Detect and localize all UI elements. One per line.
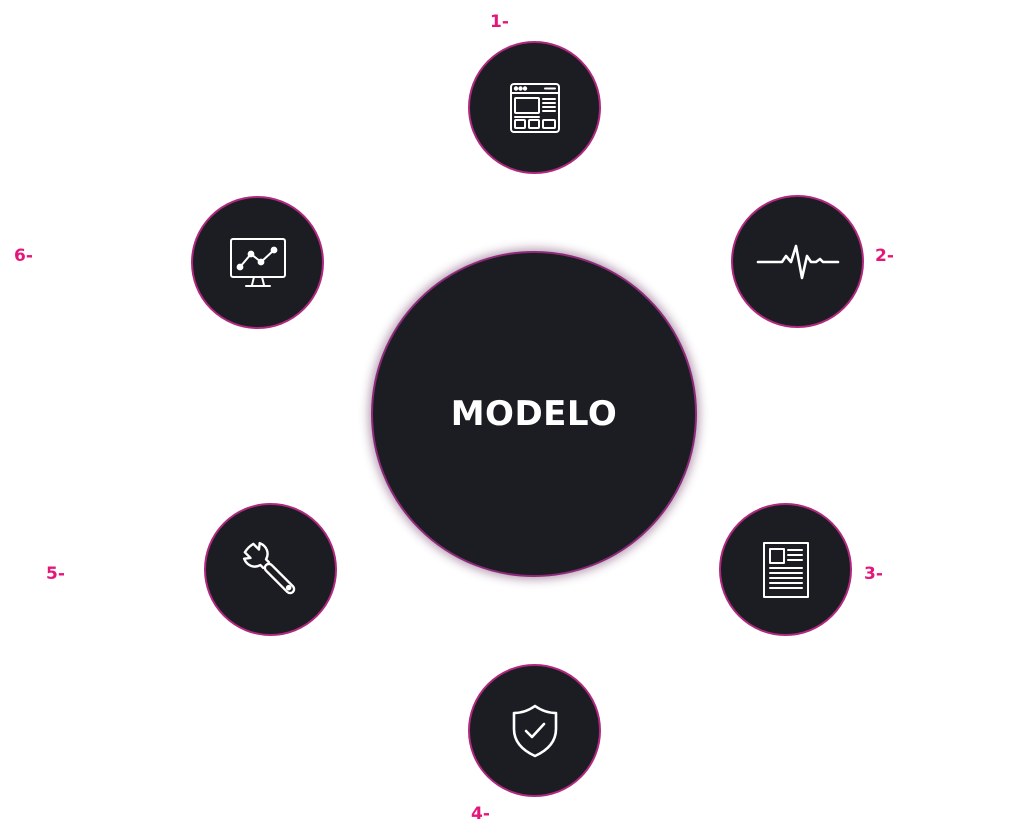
node-2-label: 2- (875, 246, 894, 266)
node-5-label: 5- (46, 564, 65, 584)
hub-title: MODELO (450, 394, 618, 434)
wrench-icon (242, 541, 295, 594)
node-1[interactable] (468, 41, 601, 174)
node-6[interactable] (191, 196, 324, 329)
document-report-icon (762, 541, 809, 598)
center-hub: MODELO (371, 251, 697, 577)
monitor-chart-icon (229, 237, 286, 287)
shield-check-icon (512, 704, 557, 757)
browser-window-icon (509, 82, 560, 133)
node-5[interactable] (204, 503, 337, 636)
node-2[interactable] (731, 195, 864, 328)
node-4[interactable] (468, 664, 601, 797)
node-1-label: 1- (490, 12, 509, 32)
heartbeat-pulse-icon (756, 244, 839, 279)
node-3-label: 3- (864, 564, 883, 584)
node-3[interactable] (719, 503, 852, 636)
node-6-label: 6- (14, 246, 33, 266)
node-4-label: 4- (471, 804, 490, 824)
